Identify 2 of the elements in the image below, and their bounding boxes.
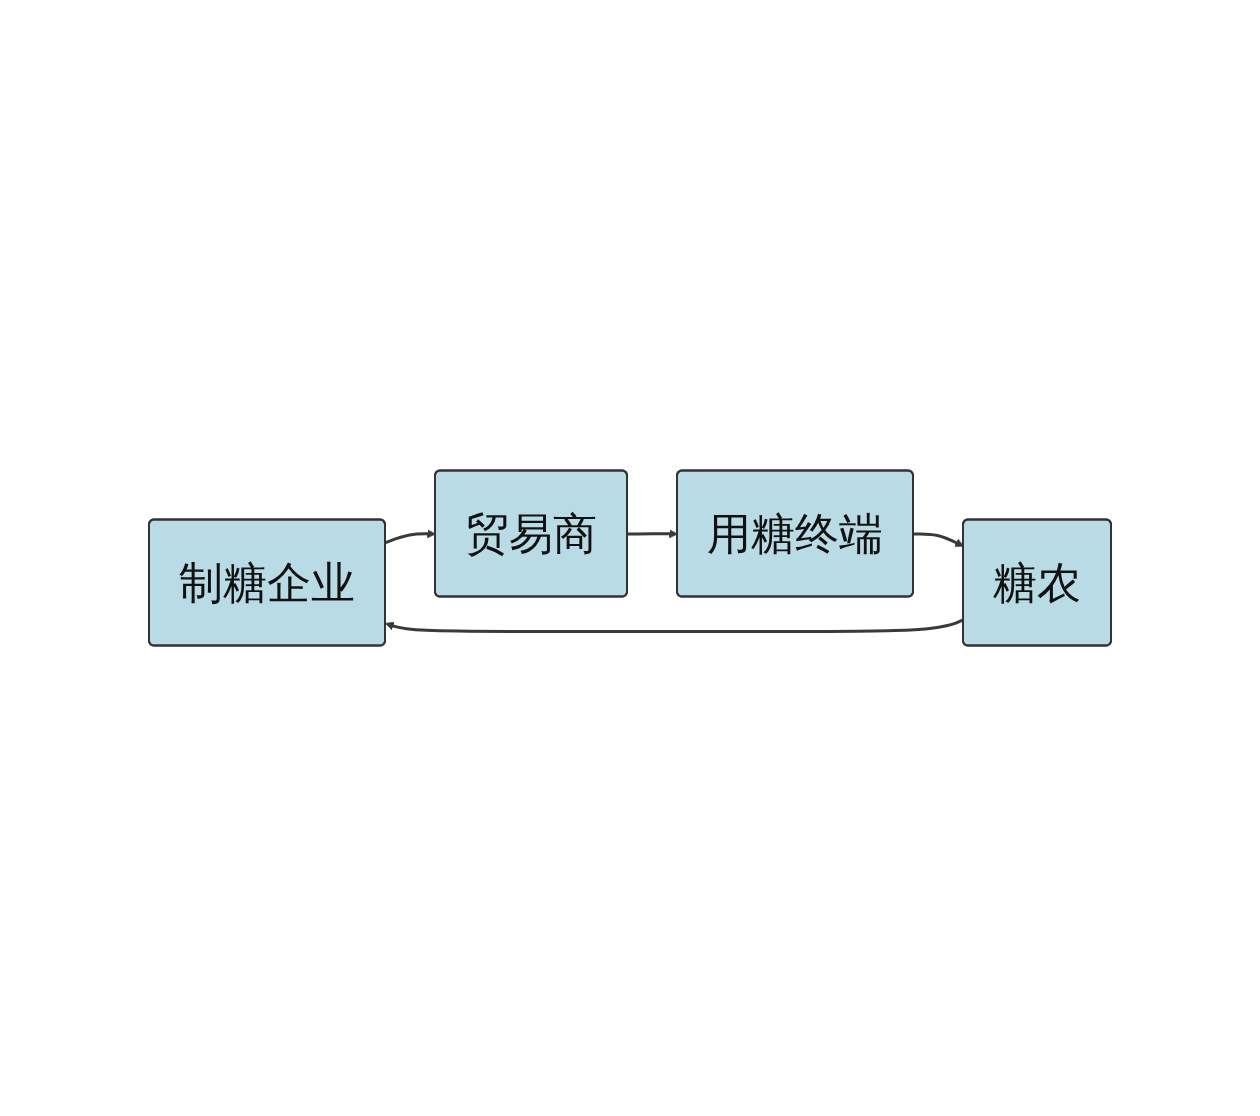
arrow [913,532,964,547]
arrow [627,529,678,539]
